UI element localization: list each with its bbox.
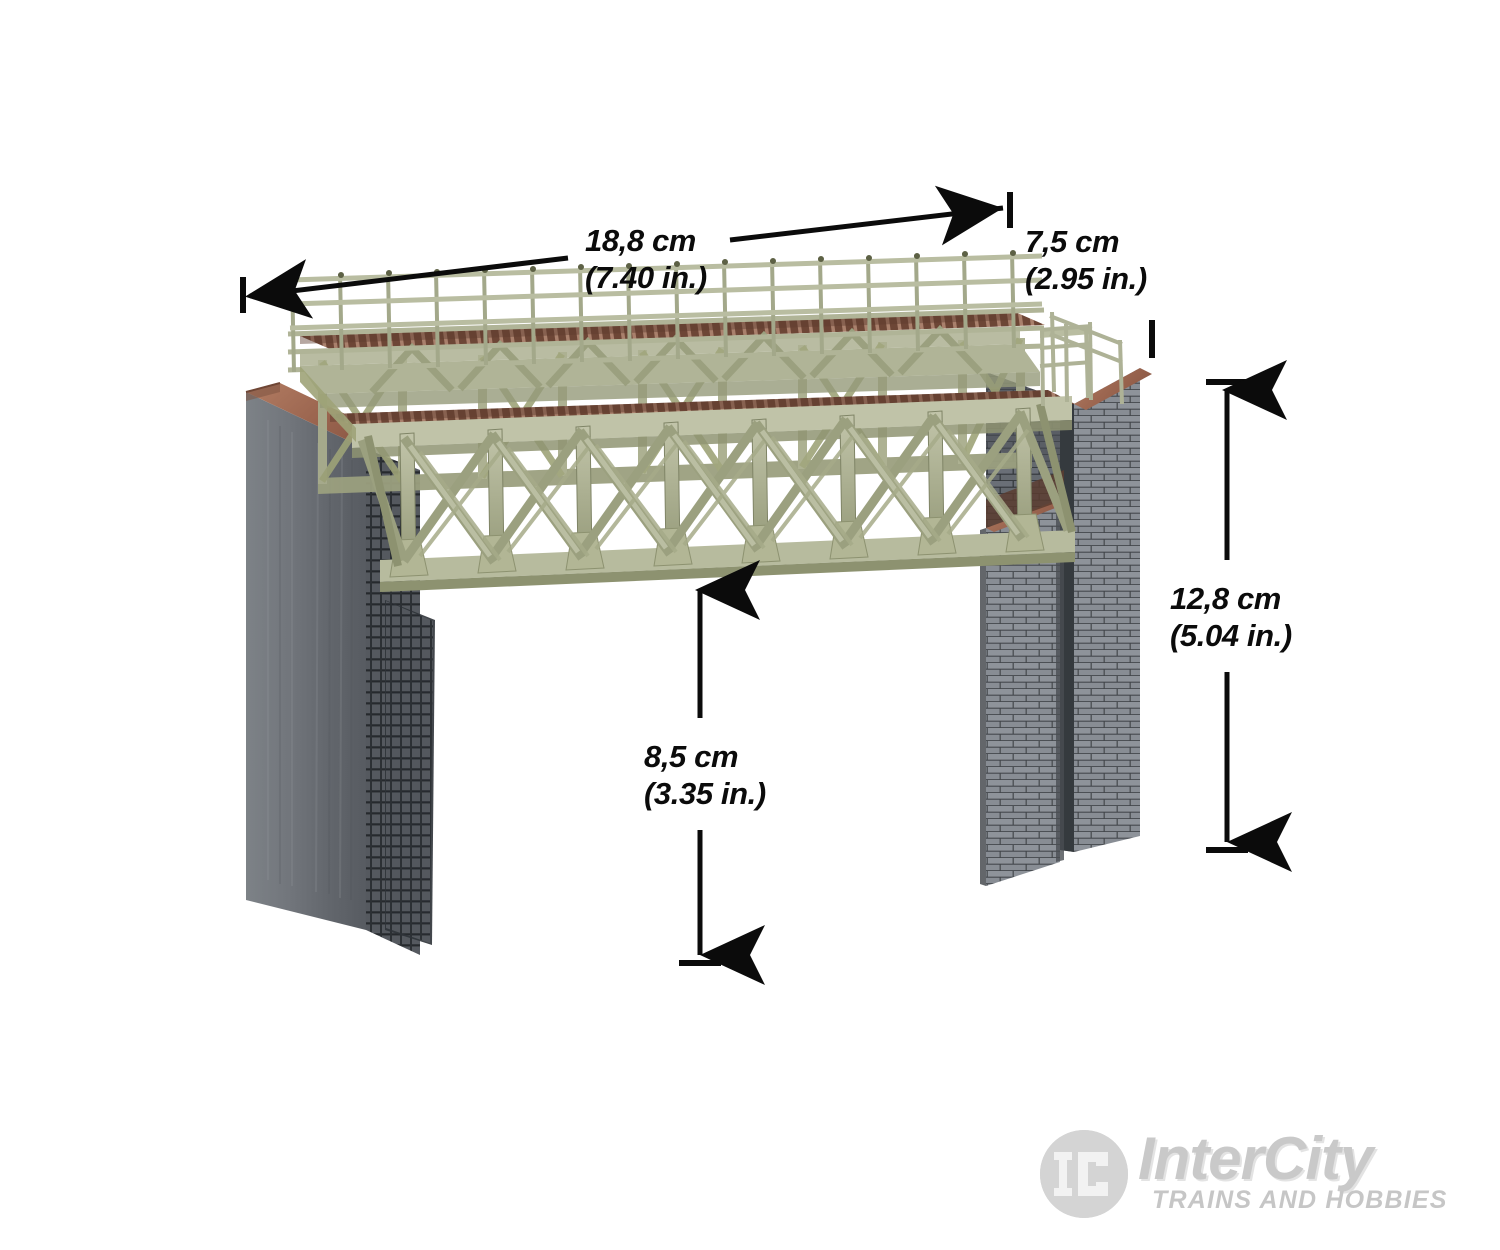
end-portal-bracing — [364, 403, 1076, 567]
dimension-width-imperial: (2.95 in.) — [1025, 261, 1147, 297]
dimension-clearance-imperial: (3.35 in.) — [644, 776, 766, 812]
dimension-label-height: 12,8 cm (5.04 in.) — [1170, 580, 1292, 654]
dimension-width-metric: 7,5 cm — [1025, 224, 1120, 259]
ic-monogram-icon — [1040, 1130, 1128, 1218]
inner-lattice — [418, 428, 1030, 562]
intercity-watermark-logo: InterCity TRAINS AND HOBBIES — [1040, 1125, 1446, 1224]
logo-badge-circle — [1040, 1130, 1128, 1218]
dimension-label-clearance: 8,5 cm (3.35 in.) — [644, 738, 766, 812]
truss-bridge — [287, 250, 1124, 592]
dimension-height-metric: 12,8 cm — [1170, 581, 1281, 616]
right-abutment — [980, 368, 1152, 886]
logo-wordmark: InterCity — [1138, 1125, 1373, 1192]
right-end-railing — [1049, 311, 1124, 405]
dimension-length-imperial: (7.40 in.) — [585, 260, 707, 296]
top-chord — [352, 396, 1072, 448]
floor-structure — [300, 344, 1040, 408]
logo-tagline: TRAINS AND HOBBIES — [1152, 1186, 1448, 1214]
left-end-frame — [300, 366, 356, 442]
bottom-chord — [380, 530, 1075, 582]
dimension-height-imperial: (5.04 in.) — [1170, 618, 1292, 654]
dimension-label-width: 7,5 cm (2.95 in.) — [1025, 223, 1147, 297]
dimension-label-length: 18,8 cm (7.40 in.) — [585, 222, 707, 296]
dimension-length-metric: 18,8 cm — [585, 223, 696, 258]
dimension-clearance-metric: 8,5 cm — [644, 739, 739, 774]
